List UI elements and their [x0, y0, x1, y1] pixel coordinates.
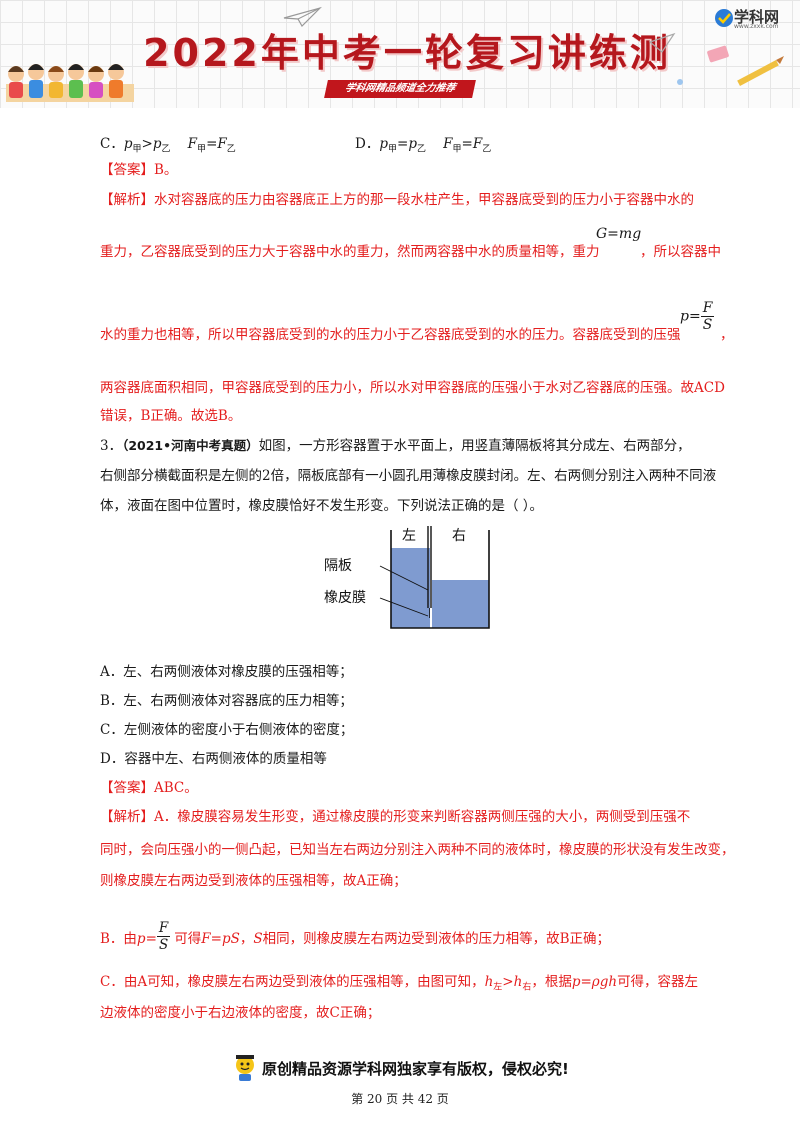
- q3-analysis-c-line-2: 边液体的密度小于右边液体的密度，故C正确；: [100, 1005, 381, 1021]
- prev-analysis-line-3b: ，: [720, 327, 734, 343]
- header-banner: 2022年中考一轮复习讲练测 学科网精品频道全力推荐 学科网 www.zxxk.…: [0, 0, 800, 108]
- mascot-icon: [236, 1055, 254, 1081]
- q3-option-c: C．左侧液体的密度小于右侧液体的密度；: [100, 722, 354, 738]
- q3-option-d: D．容器中左、右两侧液体的质量相等: [100, 751, 327, 767]
- label-membrane: 橡皮膜: [324, 590, 366, 606]
- prev-analysis-line-3: 水的重力也相等，所以甲容器底受到的水的压力小于乙容器底受到的水的压力。容器底受到…: [100, 327, 681, 343]
- prev-analysis-line-5: 错误，B正确。故选B。: [100, 408, 242, 424]
- page-number: 第 20 页 共 42 页: [351, 1092, 449, 1106]
- q3-stem-line-3: 体，液面在图中位置时，橡皮膜恰好不发生形变。下列说法正确的是（ ）。: [100, 498, 544, 514]
- logo-name: 学科网: [734, 8, 780, 26]
- option-d: D．p甲=p乙 F甲=F乙: [355, 136, 492, 155]
- prev-analysis-line-2b: ，所以容器中: [640, 244, 721, 260]
- label-left: 左: [402, 528, 416, 544]
- q3-stem-line-1: 3．（2021•河南中考真题）如图，一方形容器置于水平面上，用竖直薄隔板将其分成…: [100, 438, 691, 454]
- prev-analysis-line-2: 重力，乙容器底受到的压力大于容器中水的重力，然而两容器中水的质量相等，重力: [100, 244, 600, 260]
- formula-g-mg: G=mg: [596, 226, 642, 242]
- right-liquid: [432, 580, 489, 628]
- copyright-notice: 原创精品资源学科网独家享有版权，侵权必究!: [262, 1060, 569, 1078]
- xuekewang-logo-icon: [715, 9, 733, 27]
- container-walls: [390, 530, 490, 629]
- q3-analysis-a-line-2: 同时，会向压强小的一侧凸起，已知当左右两边分别注入两种不同的液体时，橡皮膜的形状…: [100, 842, 735, 858]
- stationery-decoration-icon: [648, 32, 784, 86]
- label-partition: 隔板: [324, 558, 352, 574]
- paper-plane-icon: [283, 6, 322, 27]
- q3-option-a: A．左、右两侧液体对橡皮膜的压强相等；: [100, 664, 353, 680]
- logo-url: www.zxxk.com: [734, 23, 779, 30]
- q3-analysis-c-line-1: C．由A可知，橡皮膜左右两边受到液体的压强相等，由图可知，h左>h右，根据p=ρ…: [100, 974, 699, 993]
- q3-option-b: B．左、右两侧液体对容器底的压力相等；: [100, 693, 353, 709]
- q3-analysis-a-line-1: 【解析】A．橡皮膜容易发生形变，通过橡皮膜的形变来判断容器两侧压强的大小，两侧受…: [100, 809, 691, 825]
- recommend-ribbon: 学科网精品频道全力推荐: [324, 80, 476, 98]
- container-diagram: 左 右 隔板 橡皮膜: [324, 526, 490, 629]
- q3-stem-line-2: 右侧部分横截面积是左侧的2倍，隔板底部有一小圆孔用薄橡皮膜封闭。左、右两侧分别注…: [100, 468, 717, 484]
- prev-answer: 【答案】B。: [100, 162, 178, 178]
- banner-title: 2022年中考一轮复习讲练测: [143, 31, 671, 75]
- label-right: 右: [452, 528, 466, 544]
- q3-analysis-a-line-3: 则橡皮膜左右两边受到液体的压强相等，故A正确；: [100, 873, 407, 889]
- option-c: C．p甲>p乙 F甲=F乙: [100, 136, 236, 155]
- prev-analysis-line-1: 【解析】水对容器底的压力由容器底正上方的那一段水柱产生，甲容器底受到的压力小于容…: [100, 192, 694, 208]
- children-illustration: [6, 64, 134, 102]
- q3-answer: 【答案】ABC。: [100, 780, 198, 796]
- prev-analysis-line-4: 两容器底面积相同，甲容器底受到的压力小，所以水对甲容器底的压强小于水对乙容器底的…: [100, 380, 725, 396]
